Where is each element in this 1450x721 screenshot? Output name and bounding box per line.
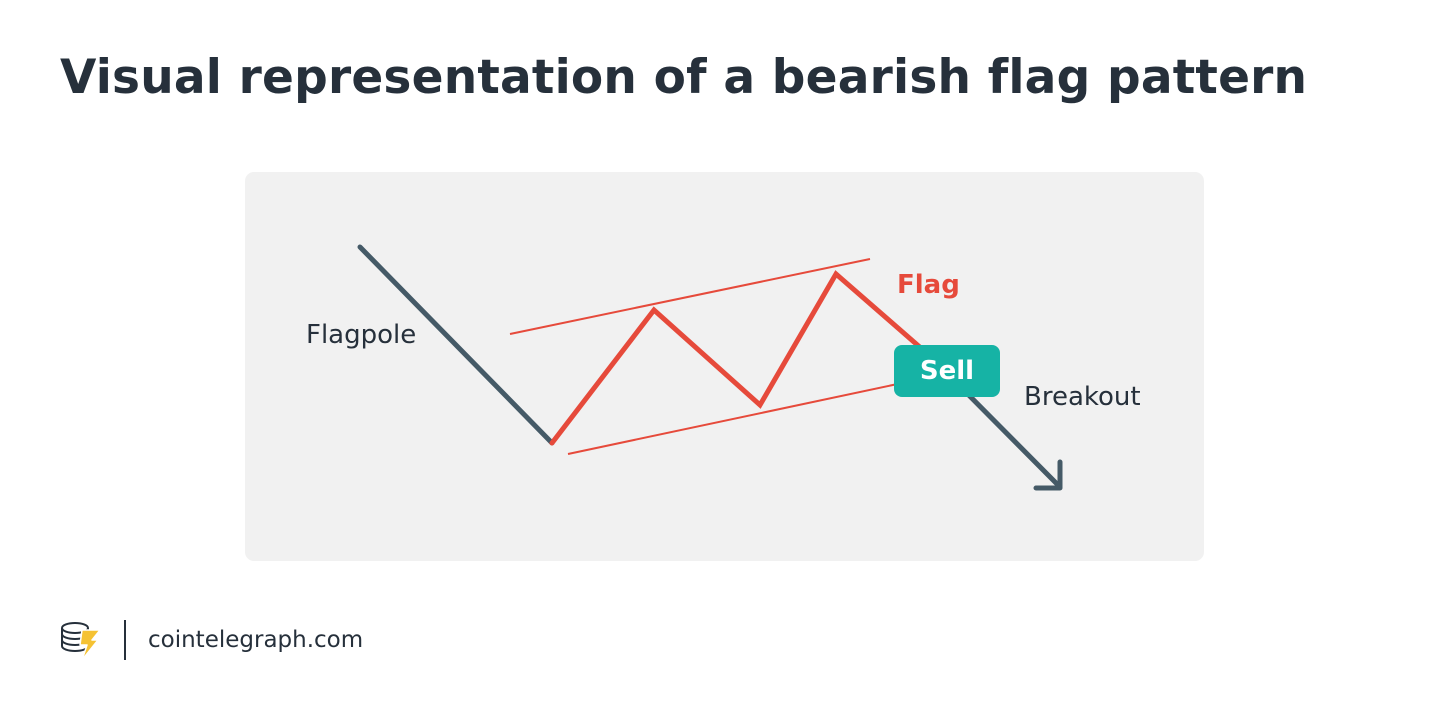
flag-upper-boundary (509, 258, 871, 335)
flag-zigzag-line (549, 270, 933, 446)
sell-badge: Sell (894, 345, 1000, 397)
breakout-arrowhead (1033, 459, 1063, 491)
footer-divider (124, 620, 126, 660)
footer: cointelegraph.com (58, 618, 363, 662)
flagpole-label: Flagpole (306, 320, 417, 350)
flag-label: Flag (897, 270, 960, 300)
diagram-panel (245, 172, 1204, 561)
flagpole-line (357, 244, 555, 446)
breakout-label: Breakout (1024, 382, 1141, 412)
site-name: cointelegraph.com (148, 627, 364, 653)
cointelegraph-logo-icon (61, 622, 101, 661)
page-title: Visual representation of a bearish flag … (60, 50, 1308, 105)
flag-lower-boundary (567, 374, 941, 455)
